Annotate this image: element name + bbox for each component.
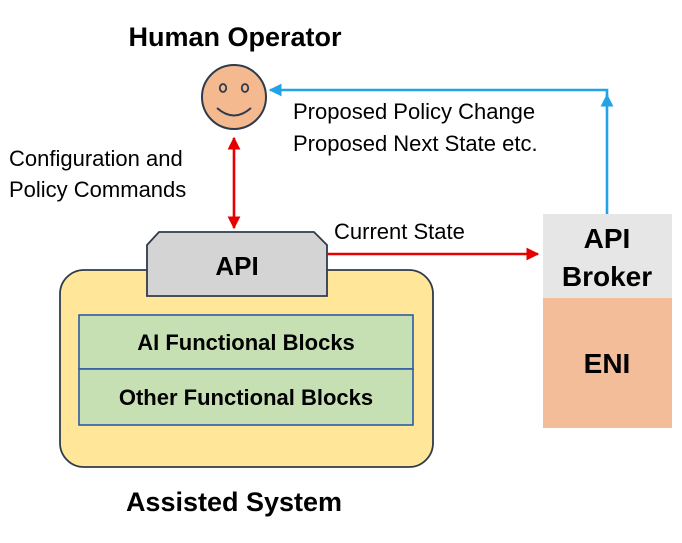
human-operator-title: Human Operator — [128, 22, 342, 52]
api-broker-box — [543, 214, 672, 298]
ai-functional-blocks-label: AI Functional Blocks — [137, 330, 355, 355]
other-functional-blocks-label: Other Functional Blocks — [119, 385, 373, 410]
assisted-system-title: Assisted System — [126, 487, 342, 517]
api-broker-label-line1: API — [584, 223, 631, 254]
proposed-label-line1: Proposed Policy Change — [293, 99, 535, 124]
api-label: API — [215, 251, 258, 281]
eni-label: ENI — [584, 348, 631, 379]
proposed-feedback-arrow — [268, 83, 609, 214]
proposed-label-line2: Proposed Next State etc. — [293, 131, 538, 156]
current-state-label: Current State — [334, 219, 465, 244]
api-broker-label-line2: Broker — [562, 261, 652, 292]
config-commands-label-line2: Policy Commands — [9, 177, 186, 202]
config-commands-label-line1: Configuration and — [9, 146, 183, 171]
eni-box — [543, 298, 672, 428]
other-functional-blocks — [78, 368, 414, 426]
api-box — [146, 231, 328, 297]
smiley-face-icon — [201, 64, 267, 130]
ai-functional-blocks — [78, 314, 414, 370]
